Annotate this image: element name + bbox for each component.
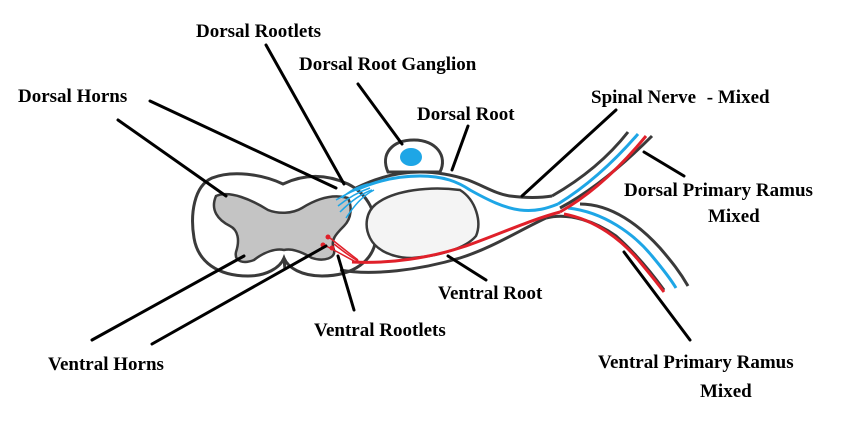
label-spinal-nerve: Spinal Nerve - Mixed bbox=[591, 87, 770, 108]
dorsal-rootlets bbox=[335, 183, 375, 219]
label-ventral-primary-ramus: Ventral Primary Ramus bbox=[598, 352, 794, 373]
label-spinal-nerve-suffix: - Mixed bbox=[707, 87, 770, 108]
grey-matter bbox=[212, 193, 352, 264]
ventral-ramus-outer-outline bbox=[545, 214, 666, 291]
ventral-rootlets bbox=[325, 237, 361, 263]
dorsal-ramus-blue-fiber bbox=[557, 133, 640, 206]
label-ventral-primary-ramus-type: Mixed bbox=[700, 381, 752, 402]
ventral-ramus-red-fiber bbox=[563, 212, 666, 293]
leader-dorsal-root-ganglion bbox=[356, 82, 404, 146]
dorsal-ramus-red-fiber bbox=[559, 135, 648, 214]
label-ventral-horns: Ventral Horns bbox=[48, 354, 164, 375]
label-dorsal-primary-ramus-type: Mixed bbox=[708, 206, 760, 227]
spinal-nerve-upper-outline bbox=[551, 131, 630, 198]
leader-dorsal-root bbox=[450, 124, 470, 172]
ventral-root-sheath bbox=[339, 216, 547, 274]
leader-ventral-rootlets bbox=[336, 254, 356, 312]
dorsal-root-blue-fiber bbox=[355, 174, 559, 212]
ventral-ramus-blue-fiber bbox=[567, 206, 678, 289]
ventral-root-red-fiber bbox=[351, 210, 561, 264]
leader-ventral-horns-1 bbox=[90, 254, 246, 342]
motor-neuron-dot bbox=[329, 245, 335, 251]
leader-lines bbox=[90, 43, 692, 346]
label-dorsal-horns: Dorsal Horns bbox=[18, 86, 127, 107]
label-spinal-nerve-name: Spinal Nerve bbox=[591, 87, 696, 108]
leader-dorsal-horns-2 bbox=[116, 118, 228, 198]
label-ventral-root: Ventral Root bbox=[438, 283, 543, 304]
leader-ventral-horns-2 bbox=[150, 244, 328, 346]
leader-ventral-primary-ramus bbox=[622, 250, 692, 342]
label-dorsal-rootlets: Dorsal Rootlets bbox=[196, 21, 321, 42]
motor-neuron-dot bbox=[325, 234, 331, 240]
leader-dorsal-horns-1 bbox=[148, 99, 338, 190]
leader-dorsal-rootlets bbox=[264, 43, 346, 186]
label-dorsal-root-ganglion: Dorsal Root Ganglion bbox=[299, 54, 477, 75]
label-dorsal-root: Dorsal Root bbox=[417, 104, 515, 125]
leader-ventral-root bbox=[446, 254, 488, 282]
ventral-ramus-upper-outline bbox=[579, 202, 690, 287]
label-dorsal-primary-ramus: Dorsal Primary Ramus bbox=[624, 180, 813, 201]
leader-dorsal-primary-ramus bbox=[642, 150, 686, 178]
leader-spinal-nerve bbox=[520, 108, 618, 198]
ganglion-cell-body bbox=[400, 148, 422, 166]
label-ventral-rootlets: Ventral Rootlets bbox=[314, 320, 446, 341]
